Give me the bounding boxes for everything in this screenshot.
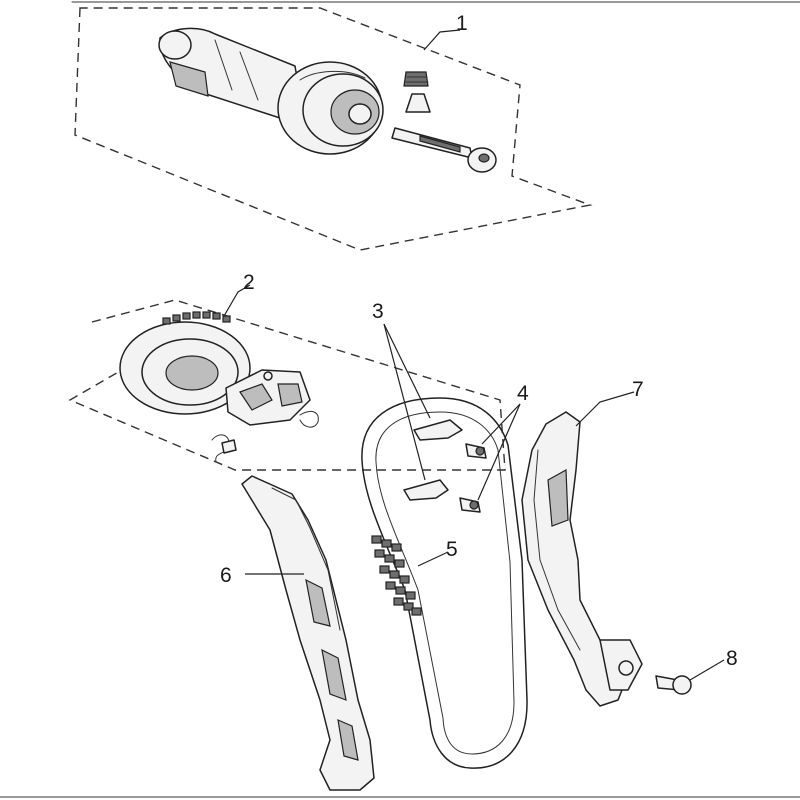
bolt-head-socket xyxy=(478,153,490,163)
callout-5-leader xyxy=(417,551,449,567)
pivot-bolt-head xyxy=(672,675,692,695)
chain-loop-outer xyxy=(361,397,528,769)
callout-2: 2 xyxy=(243,271,255,294)
callout-8-leader xyxy=(689,659,725,681)
cam-lobe xyxy=(169,61,209,97)
callout-1: 1 xyxy=(456,12,468,35)
sprocket-ring-hole xyxy=(165,355,219,391)
chain-guide: 6 xyxy=(220,475,375,791)
callout-1-leader xyxy=(423,29,461,51)
nut-thread xyxy=(405,76,429,83)
callout-4-leader-a xyxy=(481,403,521,445)
arm-bolt-upper-head xyxy=(475,446,485,456)
sprocket-ring-teeth xyxy=(162,311,231,325)
decomp-arm-upper xyxy=(413,419,463,441)
camshaft-group-boundary xyxy=(74,7,593,251)
chain-guide-rib-c xyxy=(337,719,359,761)
chain-guide-rib-b xyxy=(321,648,347,701)
tensioner-guide-pivot xyxy=(618,660,634,676)
camshaft-assembly: 1 xyxy=(74,7,593,251)
nut xyxy=(403,71,429,87)
pivot-bolt: 8 xyxy=(655,647,738,695)
return-spring xyxy=(299,411,319,428)
decomp-arm-lower xyxy=(403,479,449,501)
decompressor-group-boundary xyxy=(68,299,506,471)
callout-3-leader-a xyxy=(383,323,431,419)
spring-pin xyxy=(221,439,237,454)
chain-loop-inner xyxy=(375,411,515,755)
callout-4-leader-b xyxy=(477,403,521,501)
chain-guide-edge xyxy=(271,487,341,631)
tensioner-guide-pad xyxy=(547,469,569,527)
chain-guide-rib-a xyxy=(305,578,331,627)
shaft-segments xyxy=(214,39,259,101)
bolt-thread xyxy=(419,135,461,153)
washer xyxy=(405,93,431,113)
callout-7: 7 xyxy=(632,378,644,401)
plate-weight-left xyxy=(239,383,273,411)
tensioner-guide-edge xyxy=(533,449,581,651)
callout-3-leader-b xyxy=(383,323,426,481)
callout-3: 3 xyxy=(372,300,384,323)
timing-chain: 3 4 5 xyxy=(361,300,529,769)
callout-8: 8 xyxy=(726,647,738,670)
chain-links xyxy=(371,535,422,616)
arm-bolt-lower-head xyxy=(469,500,479,510)
callout-5: 5 xyxy=(446,538,458,561)
plate-weight-right xyxy=(277,383,303,407)
camshaft-end xyxy=(158,30,192,60)
callout-6: 6 xyxy=(220,564,232,587)
tensioner-guide: 7 xyxy=(521,378,644,707)
callout-7-leader xyxy=(575,391,635,427)
callout-2-leader xyxy=(223,284,251,317)
plate-pin xyxy=(263,371,273,381)
sprocket-bore xyxy=(348,103,372,125)
sprocket-teeth xyxy=(299,70,366,81)
callout-4: 4 xyxy=(517,382,529,405)
decompressor-assembly: 2 xyxy=(68,271,506,471)
chain-guide-body xyxy=(241,475,375,791)
